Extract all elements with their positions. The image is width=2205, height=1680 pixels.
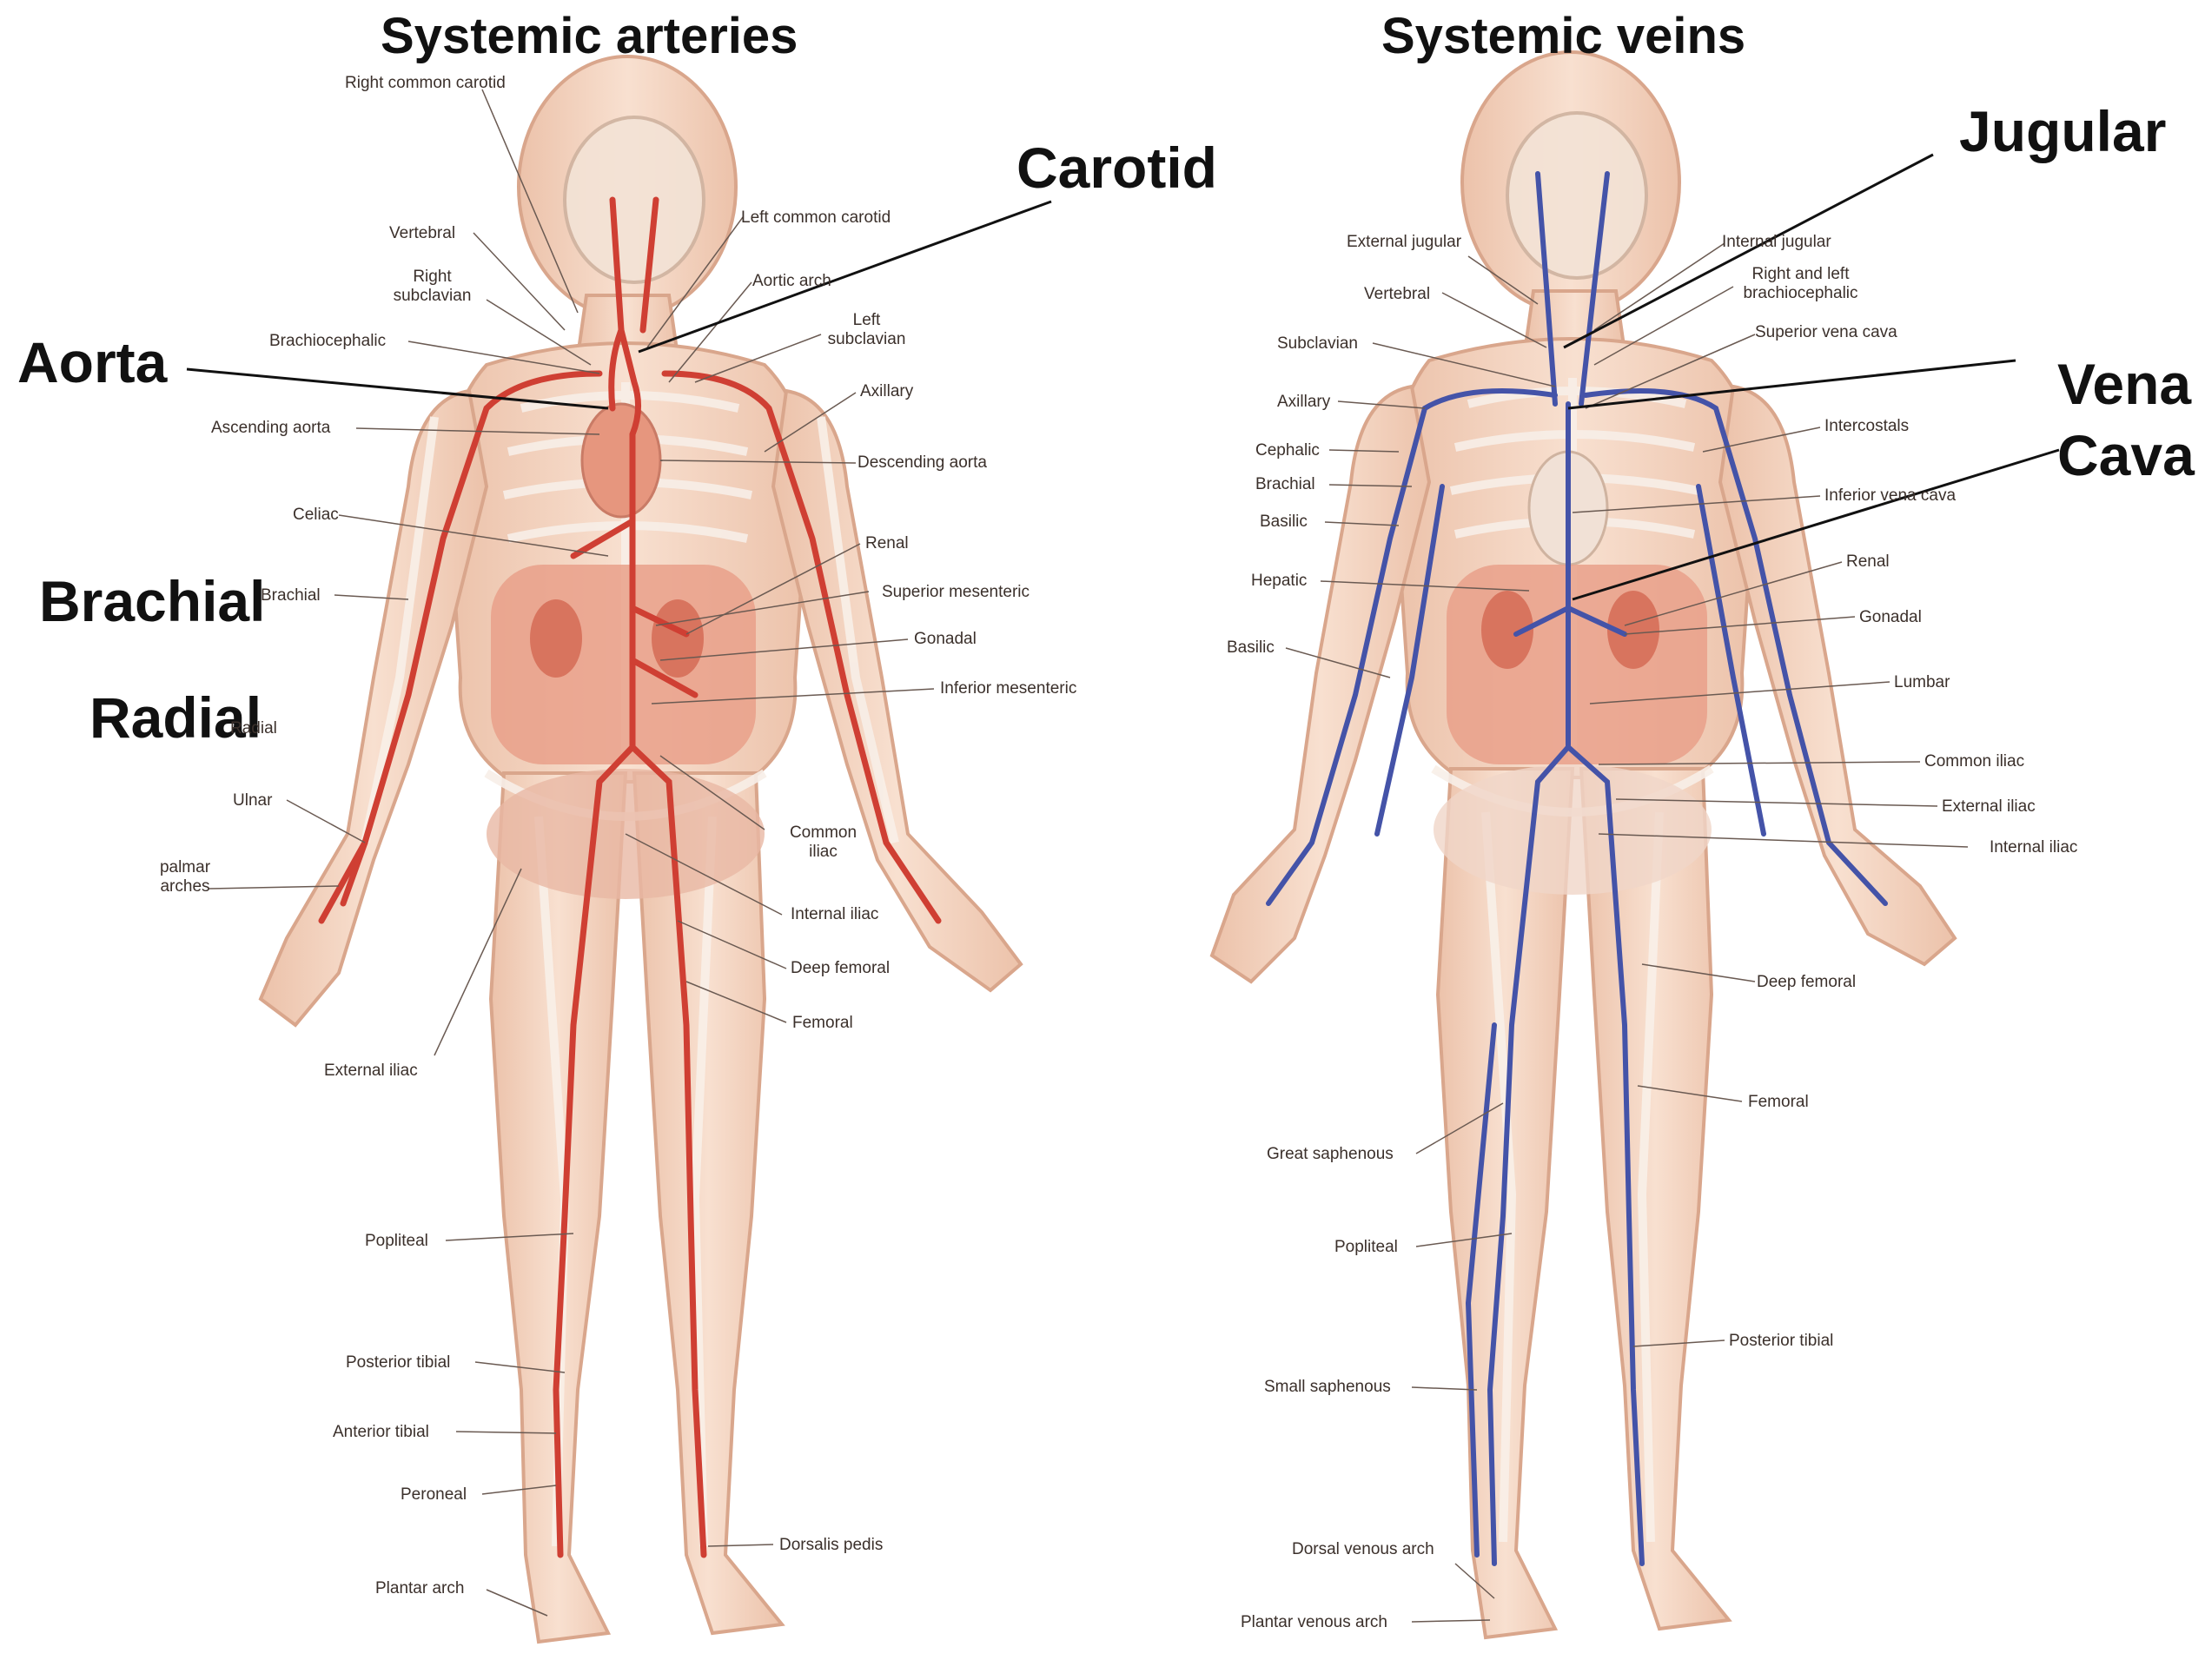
label-ascending-aorta: Ascending aorta xyxy=(211,419,331,437)
label-axillary-artery: Axillary xyxy=(860,382,914,400)
label-external-iliac-artery: External iliac xyxy=(324,1062,418,1080)
veins-title: Systemic veins xyxy=(1381,8,1746,64)
label-posterior-tibial-vein: Posterior tibial xyxy=(1729,1332,1834,1350)
label-inferior-vena-cava: Inferior vena cava xyxy=(1824,486,1957,505)
label-descending-aorta: Descending aorta xyxy=(858,453,987,472)
label-basilic-vein-upper: Basilic xyxy=(1260,513,1308,531)
label-radial-artery: Radial xyxy=(230,719,277,737)
label-vertebral-vein: Vertebral xyxy=(1364,285,1431,303)
label-left-subclavian: Left subclavian xyxy=(817,311,917,349)
arteries-title: Systemic arteries xyxy=(381,8,798,64)
label-peroneal: Peroneal xyxy=(401,1485,467,1504)
label-axillary-vein: Axillary xyxy=(1277,393,1331,411)
label-palmar-line2: arches xyxy=(160,876,210,896)
label-right-common-carotid: Right common carotid xyxy=(345,74,506,92)
label-left-common-carotid: Left common carotid xyxy=(741,208,891,227)
label-renal-artery: Renal xyxy=(865,534,909,552)
organs-left xyxy=(487,402,765,899)
veins-figure xyxy=(1209,50,1957,1640)
callout-aorta: Aorta xyxy=(17,330,168,394)
label-renal-vein: Renal xyxy=(1846,552,1890,571)
arteries-figure xyxy=(258,55,1023,1644)
organs-right xyxy=(1434,450,1712,895)
label-inferior-mesenteric: Inferior mesenteric xyxy=(940,679,1077,698)
label-aortic-arch: Aortic arch xyxy=(752,272,831,290)
label-popliteal-artery: Popliteal xyxy=(365,1232,428,1250)
label-great-saphenous: Great saphenous xyxy=(1267,1145,1394,1163)
label-basilic-vein-lower: Basilic xyxy=(1227,638,1275,657)
label-subclavian-vein: Subclavian xyxy=(1277,334,1358,353)
label-popliteal-vein: Popliteal xyxy=(1334,1238,1398,1256)
vein-leader-lines xyxy=(1285,242,1969,1623)
label-deep-femoral-vein: Deep femoral xyxy=(1757,973,1857,991)
label-palmar-line1: palmar xyxy=(159,858,211,876)
callout-brachial: Brachial xyxy=(39,569,266,633)
label-external-iliac-vein: External iliac xyxy=(1942,797,2036,816)
label-gonadal-artery: Gonadal xyxy=(914,630,977,648)
label-palmar-arches: palmar arches xyxy=(146,858,224,896)
vein-network xyxy=(1266,171,1888,1566)
label-brachiocephalic-veins: Right and left brachiocephalic xyxy=(1729,265,1872,303)
label-right-subclavian-line1: Right xyxy=(413,268,452,286)
label-small-saphenous: Small saphenous xyxy=(1264,1378,1391,1396)
label-internal-jugular: Internal jugular xyxy=(1722,233,1831,251)
label-common-iliac-vein: Common iliac xyxy=(1924,752,2025,771)
label-brachial-vein: Brachial xyxy=(1255,475,1315,493)
label-vertebral-artery: Vertebral xyxy=(389,224,456,242)
label-hepatic: Hepatic xyxy=(1251,572,1308,590)
label-plantar-arch: Plantar arch xyxy=(375,1579,465,1597)
label-internal-iliac-vein: Internal iliac xyxy=(1990,838,2078,857)
label-intercostals: Intercostals xyxy=(1824,417,1910,435)
label-celiac: Celiac xyxy=(293,506,339,524)
callout-jugular: Jugular xyxy=(1959,99,2167,163)
label-superior-vena-cava: Superior vena cava xyxy=(1755,323,1897,341)
label-dorsal-venous-arch: Dorsal venous arch xyxy=(1292,1540,1434,1558)
callout-vena: Vena xyxy=(2057,352,2192,416)
label-left-subclavian-line1: Left xyxy=(852,311,881,329)
label-lumbar: Lumbar xyxy=(1894,673,1950,691)
label-left-subclavian-line2: subclavian xyxy=(827,329,906,348)
artery-network xyxy=(318,196,942,1558)
label-brachiocephalic-line2: brachiocephalic xyxy=(1743,283,1858,302)
callout-radial: Radial xyxy=(89,685,262,750)
label-common-iliac-line1: Common xyxy=(789,823,858,842)
label-ulnar: Ulnar xyxy=(233,791,273,810)
label-common-iliac-artery: Common iliac xyxy=(769,823,877,862)
label-common-iliac-line2: iliac xyxy=(809,842,838,861)
callout-lines xyxy=(186,153,2060,601)
label-brachiocephalic-line1: Right and left xyxy=(1751,265,1850,283)
callout-carotid: Carotid xyxy=(1016,136,1217,200)
callout-cava: Cava xyxy=(2057,423,2195,487)
label-deep-femoral-artery: Deep femoral xyxy=(791,959,891,977)
label-anterior-tibial: Anterior tibial xyxy=(333,1423,429,1441)
label-femoral-artery: Femoral xyxy=(792,1014,853,1032)
label-internal-iliac-artery: Internal iliac xyxy=(791,905,879,923)
label-posterior-tibial-artery: Posterior tibial xyxy=(346,1353,451,1372)
label-brachiocephalic-artery: Brachiocephalic xyxy=(269,332,387,350)
label-gonadal-vein: Gonadal xyxy=(1859,608,1922,626)
label-plantar-venous-arch: Plantar venous arch xyxy=(1241,1613,1387,1631)
label-superior-mesenteric: Superior mesenteric xyxy=(882,583,1030,601)
label-right-subclavian: Right subclavian xyxy=(382,268,482,306)
label-brachial-artery: Brachial xyxy=(261,586,321,605)
label-right-subclavian-line2: subclavian xyxy=(393,286,472,305)
label-cephalic: Cephalic xyxy=(1255,441,1320,460)
label-external-jugular: External jugular xyxy=(1347,233,1462,251)
artery-leader-lines xyxy=(208,89,935,1617)
label-dorsalis-pedis: Dorsalis pedis xyxy=(779,1536,884,1554)
label-femoral-vein: Femoral xyxy=(1748,1093,1809,1111)
